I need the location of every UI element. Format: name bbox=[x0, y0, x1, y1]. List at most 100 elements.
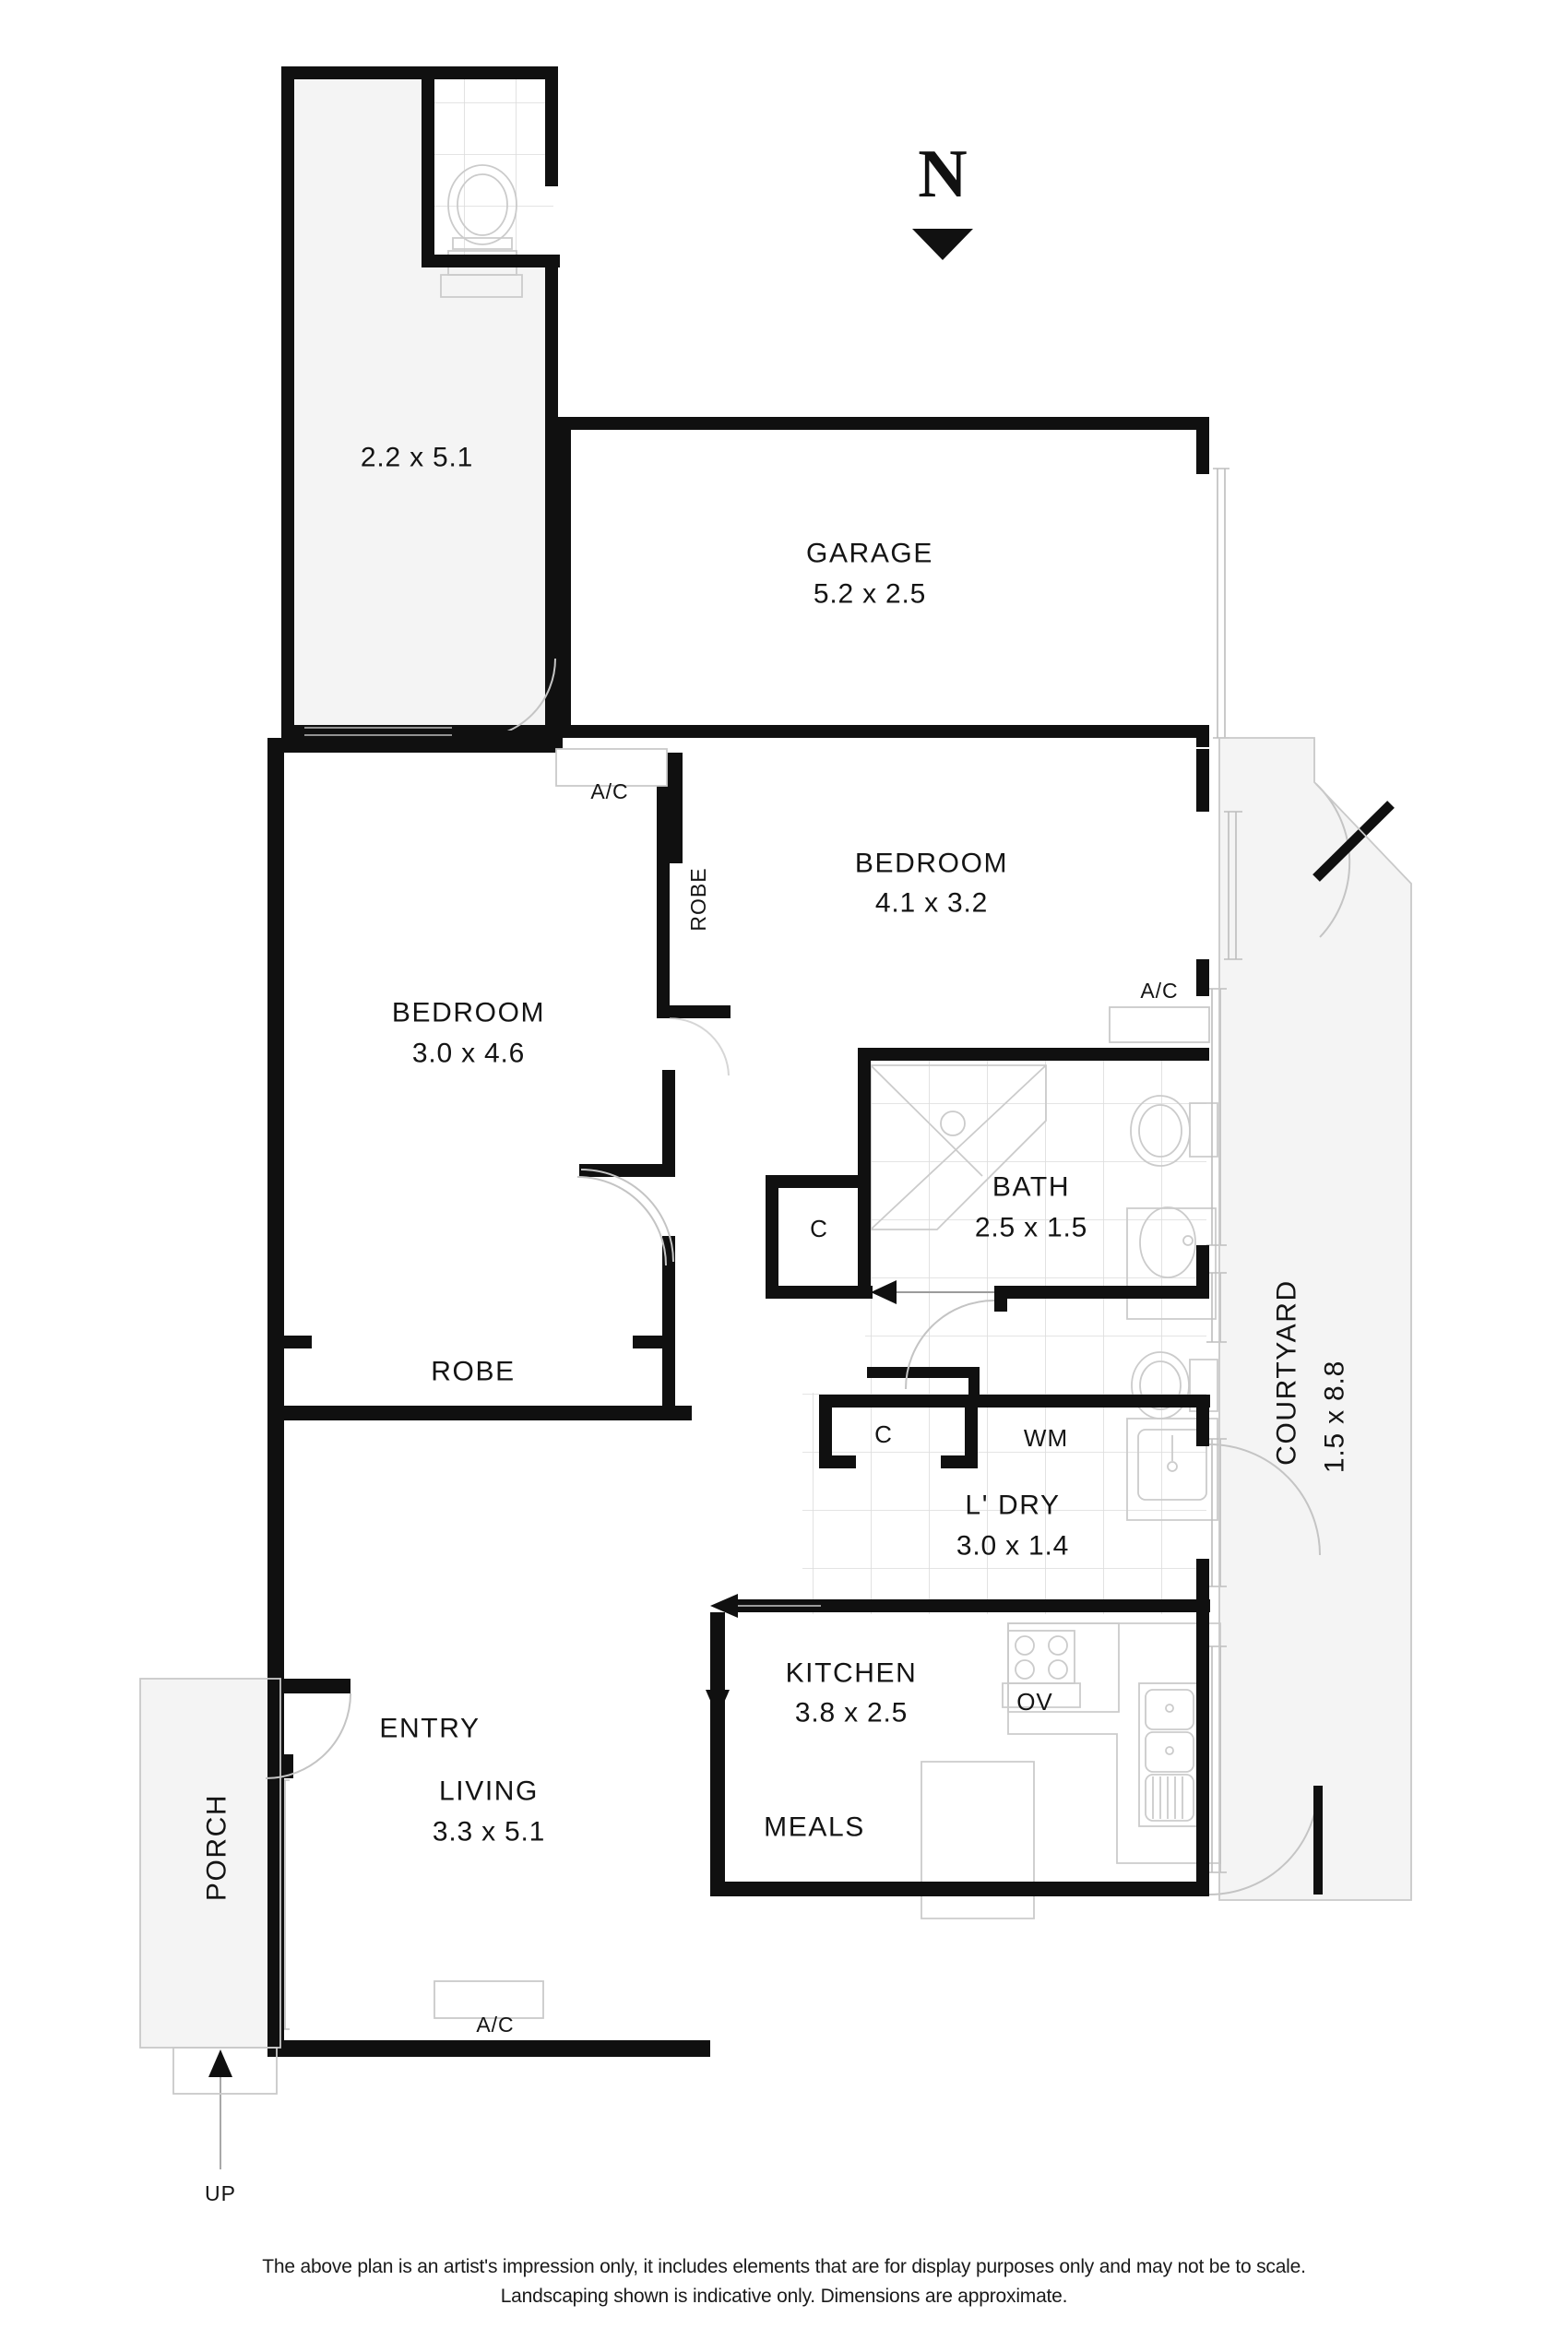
ac-garage-label: A/C bbox=[590, 778, 629, 803]
wall bbox=[267, 2040, 710, 2057]
wall bbox=[670, 753, 683, 863]
wall bbox=[858, 1048, 1209, 1061]
toilet-bath-icon bbox=[1130, 1095, 1218, 1167]
oven-icon bbox=[1002, 1682, 1081, 1708]
wall bbox=[819, 1599, 1210, 1612]
meals-label: MEALS bbox=[764, 1812, 865, 1843]
door-swings bbox=[265, 658, 1395, 1895]
ac-living-label: A/C bbox=[476, 2012, 515, 2037]
toilet-laundry-icon bbox=[1131, 1351, 1218, 1420]
laundry-name-label: L' DRY bbox=[965, 1490, 1061, 1521]
up-label: UP bbox=[205, 2180, 236, 2205]
wall bbox=[657, 753, 670, 1018]
living-dimension-label: 3.3 x 5.1 bbox=[432, 1816, 546, 1847]
closet-bath-label: C bbox=[810, 1215, 828, 1243]
porch-step bbox=[139, 1678, 281, 2095]
wall bbox=[422, 181, 434, 267]
wall bbox=[867, 1367, 980, 1378]
wall bbox=[1196, 959, 1209, 996]
wall bbox=[1196, 417, 1209, 474]
garage-dimension-label: 5.2 x 2.5 bbox=[813, 578, 927, 610]
wall bbox=[1196, 1395, 1209, 1446]
wall bbox=[558, 417, 1209, 430]
wall bbox=[558, 417, 571, 738]
wall bbox=[766, 1175, 778, 1299]
wall bbox=[819, 1395, 832, 1468]
wall bbox=[267, 1406, 692, 1420]
wall bbox=[766, 1286, 873, 1299]
ac-unit-bedroom1 bbox=[1109, 1006, 1210, 1043]
garage-name-label: GARAGE bbox=[806, 538, 933, 569]
courtyard-name-label: COURTYARD bbox=[1271, 1279, 1302, 1466]
porch-fill bbox=[140, 1679, 280, 2048]
tiled-areas bbox=[434, 72, 1206, 1614]
store-dimension-label: 2.2 x 5.1 bbox=[360, 442, 474, 473]
robe-vertical-label: ROBE bbox=[685, 867, 710, 932]
wall bbox=[267, 1336, 312, 1348]
laundry-tile bbox=[802, 1393, 1206, 1614]
disclaimer-line-1: The above plan is an artist's impression… bbox=[262, 2256, 1306, 2277]
washing-machine-label: WM bbox=[1023, 1424, 1069, 1453]
laundry-trough-icon bbox=[1126, 1418, 1218, 1521]
disclaimer: The above plan is an artist's impression… bbox=[0, 2252, 1568, 2310]
wall bbox=[1196, 749, 1209, 812]
wall bbox=[422, 66, 434, 192]
kitchen-dimension-label: 3.8 x 2.5 bbox=[794, 1697, 909, 1728]
kitchen-cabinetry bbox=[1007, 1622, 1221, 1864]
wall bbox=[281, 66, 294, 738]
porch-label: PORCH bbox=[201, 1793, 232, 1902]
wall bbox=[941, 1455, 978, 1468]
wall bbox=[710, 1612, 725, 1896]
wall bbox=[965, 1395, 978, 1468]
wall bbox=[267, 1679, 284, 1778]
wall bbox=[422, 255, 560, 267]
wall bbox=[662, 1070, 675, 1173]
bedroom1-dimension-label: 4.1 x 3.2 bbox=[874, 887, 989, 919]
ac-unit-garage bbox=[555, 748, 668, 787]
bath-name-label: BATH bbox=[992, 1171, 1071, 1203]
wall bbox=[579, 1164, 675, 1177]
closet-laundry-label: C bbox=[874, 1420, 893, 1449]
compass-north-label: N bbox=[918, 137, 968, 212]
basin-icon bbox=[1126, 1206, 1217, 1320]
living-name-label: LIVING bbox=[439, 1776, 539, 1807]
bedroom1-name-label: BEDROOM bbox=[854, 848, 1009, 879]
ac-unit-living bbox=[434, 1980, 544, 2019]
courtyard-fill bbox=[1219, 738, 1411, 1900]
wall bbox=[267, 738, 563, 753]
wall bbox=[545, 255, 558, 731]
ac-units bbox=[434, 748, 1210, 2019]
wall bbox=[545, 66, 558, 186]
wall bbox=[662, 1336, 675, 1420]
fixtures bbox=[273, 164, 1242, 2030]
wall bbox=[766, 1175, 861, 1188]
bedroom2-dimension-label: 3.0 x 4.6 bbox=[411, 1038, 526, 1069]
kitchen-sink-icon bbox=[1138, 1682, 1200, 1827]
wall bbox=[1196, 1616, 1209, 1874]
compass-rose: N bbox=[912, 140, 973, 260]
robe-horizontal-label: ROBE bbox=[431, 1356, 516, 1387]
kitchen-name-label: KITCHEN bbox=[785, 1657, 918, 1689]
laundry-dimension-label: 3.0 x 1.4 bbox=[956, 1530, 1070, 1562]
oven-label: OV bbox=[1016, 1688, 1053, 1716]
wall bbox=[819, 1455, 856, 1468]
wall bbox=[994, 1286, 1007, 1312]
compass-arrow-icon bbox=[912, 229, 973, 260]
flow-arrows bbox=[208, 1280, 994, 2169]
ac-bedroom1-label: A/C bbox=[1140, 978, 1179, 1003]
wall bbox=[558, 725, 1209, 738]
cooktop-icon bbox=[1007, 1630, 1075, 1684]
wall bbox=[338, 1679, 350, 1693]
kitchen-island bbox=[921, 1761, 1035, 1919]
disclaimer-line-2: Landscaping shown is indicative only. Di… bbox=[500, 2285, 1068, 2307]
wall bbox=[267, 1679, 350, 1693]
store-window bbox=[304, 727, 452, 736]
wall bbox=[657, 1005, 731, 1018]
wall bbox=[858, 1048, 871, 1289]
wall bbox=[1196, 1245, 1209, 1299]
bedroom2-name-label: BEDROOM bbox=[391, 997, 546, 1028]
courtyard-outline bbox=[1218, 737, 1412, 1901]
wall bbox=[267, 738, 284, 2057]
